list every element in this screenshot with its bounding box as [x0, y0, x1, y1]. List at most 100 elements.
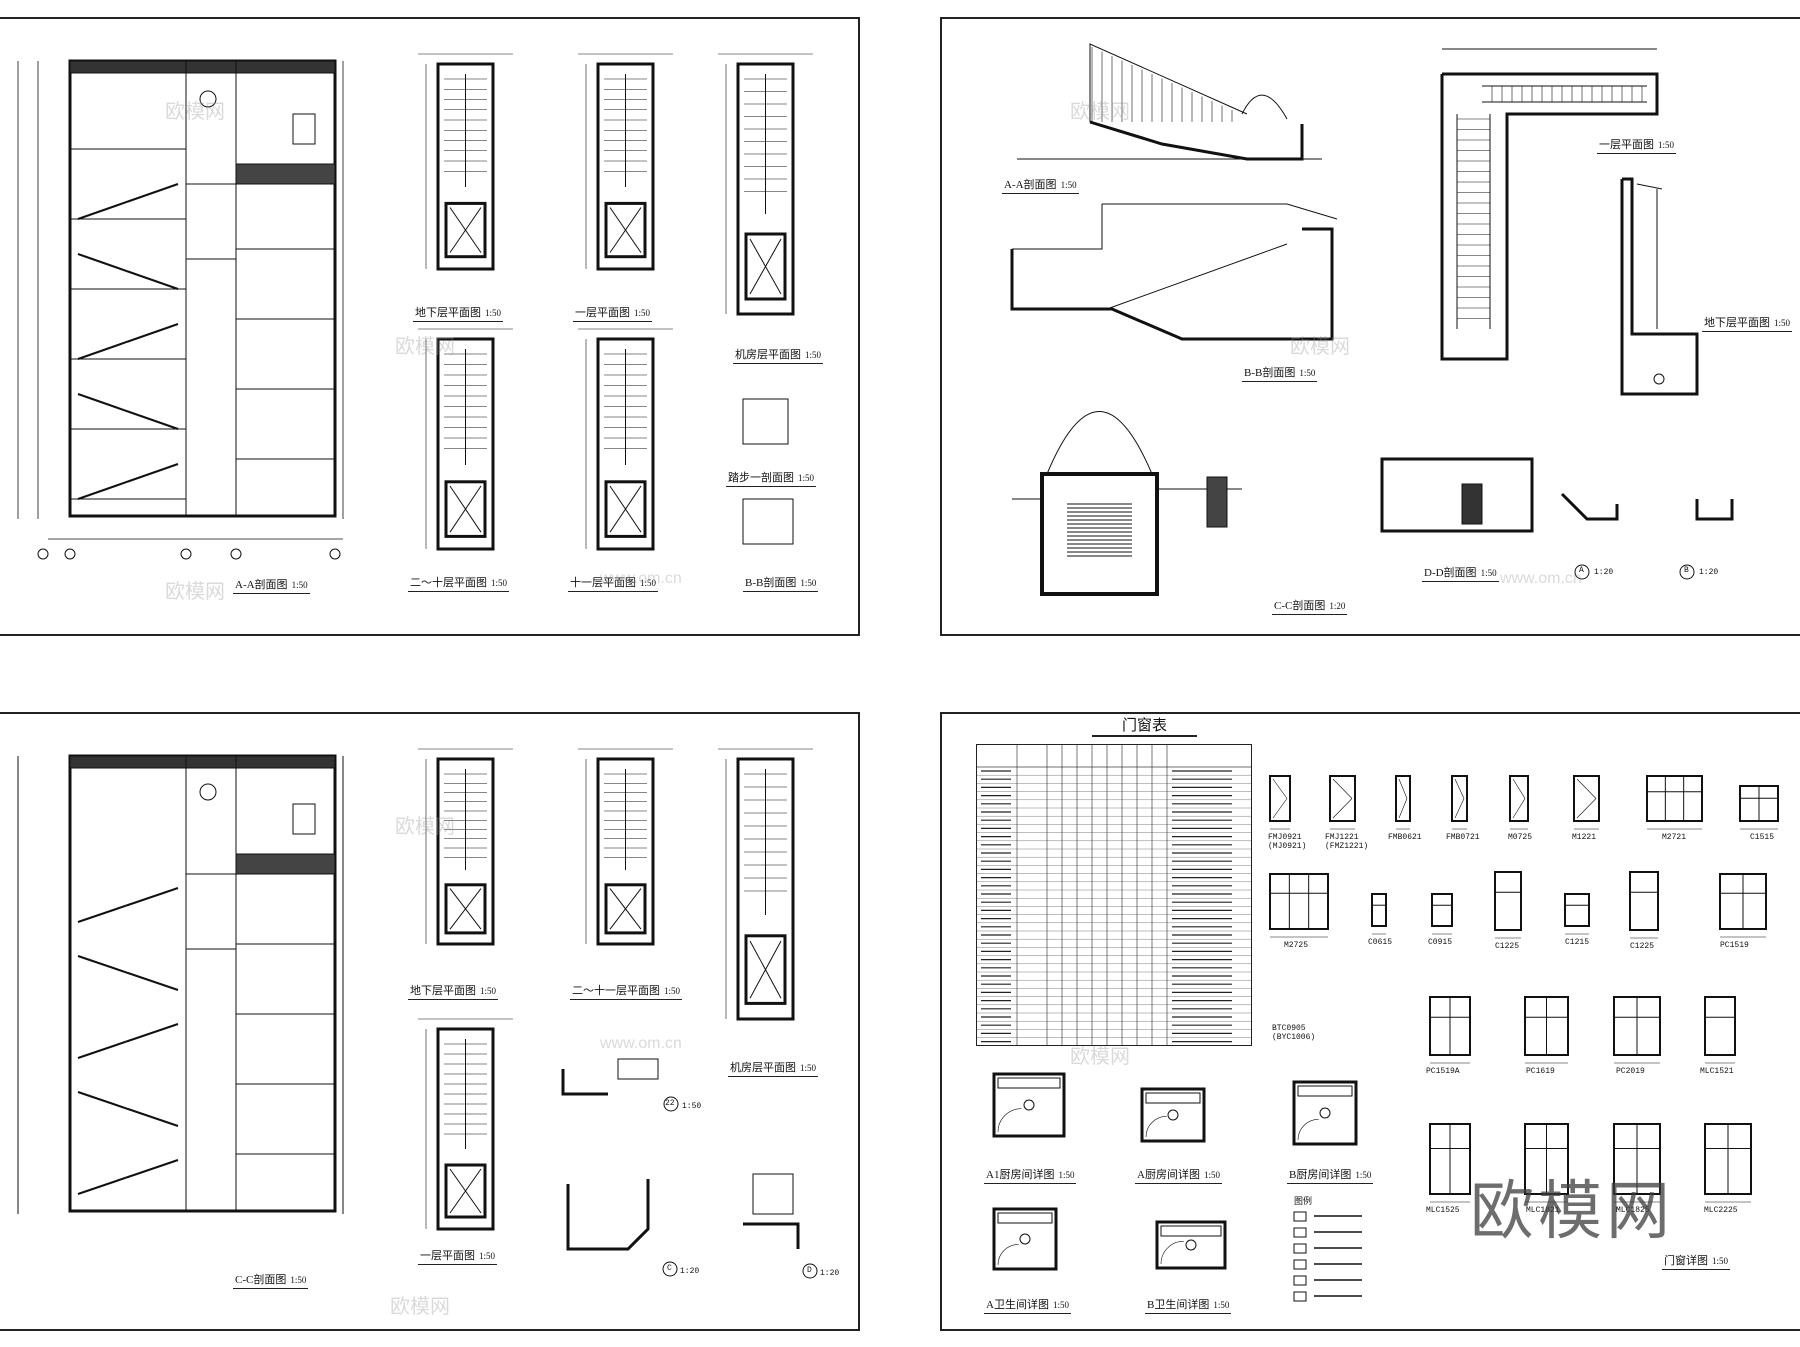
window-elevation: [1431, 893, 1453, 927]
door-swing-line: [1332, 778, 1353, 799]
window-elevation: [1329, 775, 1356, 822]
window-elevation: [1451, 775, 1468, 822]
plan-outline: [596, 337, 655, 551]
window-door-label: MLC2225: [1704, 1206, 1738, 1215]
stair-flight: [77, 323, 179, 360]
room-detail-outline: [992, 1072, 1066, 1138]
ramp-section-aa: [1017, 43, 1322, 161]
bb-section-detail: [742, 498, 794, 545]
plan-elevator-shaft: [444, 1163, 487, 1219]
detail-22-label: 22: [665, 1099, 675, 1108]
stair-flight: [77, 463, 179, 500]
ramp-section-aa-hatch: [1091, 47, 1233, 122]
plan-elevator-cross: [449, 1168, 482, 1214]
window-door-label: MLC1821: [1526, 1206, 1560, 1215]
section-aa-grid-bubbles: [37, 548, 341, 560]
ramp-section-cc: [1012, 411, 1242, 596]
room-door-swing: [997, 1244, 1019, 1266]
legend-symbol: [1293, 1243, 1307, 1254]
plan-elevator-shaft: [604, 480, 647, 538]
plan-elevator-cross: [449, 207, 482, 253]
plan-elevator-cross: [749, 940, 782, 999]
plan-elevator-shaft: [444, 883, 487, 935]
window-door-label: C0915: [1428, 938, 1453, 947]
detail-c-scale: 1:20: [680, 1267, 700, 1276]
watermark-large: 欧模网: [1470, 1176, 1674, 1247]
door-swing-line: [1272, 778, 1288, 799]
window-elevation: [1494, 871, 1522, 931]
window-elevation: [1646, 775, 1703, 822]
sheet3-drawing: [17, 748, 818, 1279]
sheet2-drawing: [1010, 43, 1734, 596]
plan-elevator-shaft: [744, 232, 787, 301]
door-swing-line: [1398, 778, 1408, 799]
room-counter: [997, 1212, 1053, 1224]
room-counter: [1145, 1092, 1201, 1104]
detail-a: [1560, 492, 1619, 580]
plan-elevator-cross: [609, 207, 642, 253]
section-aa-dimensions: [17, 61, 344, 540]
window-door-label: MLC1825: [1616, 1206, 1650, 1215]
l-plan-ladder: [1457, 86, 1643, 319]
room-fixture: [1019, 1233, 1031, 1245]
window-door-label: FMB0721: [1446, 833, 1480, 842]
plan-elevator-cross: [609, 888, 642, 930]
stair-flight: [77, 1159, 179, 1195]
detail-c-label: C: [667, 1264, 672, 1273]
room-door-swing: [1160, 1241, 1184, 1265]
window-door-label: PC1519: [1720, 941, 1749, 950]
room-detail-outline: [992, 1207, 1058, 1271]
detail-a-label: A: [1579, 566, 1584, 575]
room-detail-outline: [1140, 1087, 1206, 1143]
room-counter: [1160, 1225, 1222, 1237]
door-swing-line: [1512, 798, 1526, 819]
plan-outline: [596, 62, 655, 271]
plan-outline: [436, 62, 495, 271]
sheet-door-window-schedule: 门窗表 FMJ0921 (MJ0921)FMJ1221 (FMZ1221)FMB…: [940, 712, 1800, 1331]
detail-22-scale: 1:50: [682, 1102, 702, 1111]
window-door-label: PC1519A: [1426, 1067, 1460, 1076]
window-door-label: C1225: [1495, 942, 1520, 951]
window-elevation: [1395, 775, 1411, 822]
sheet1-drawing: [17, 53, 813, 560]
stair-flight: [77, 183, 179, 220]
room-door-swing: [997, 1108, 1022, 1133]
plan-elevator-cross: [609, 485, 642, 533]
window-elevation: [1573, 775, 1600, 822]
door-swing-line: [1576, 798, 1597, 819]
section-cc: [17, 754, 344, 1214]
door-window-table-title: 门窗表: [1092, 714, 1198, 737]
room-fixture: [1167, 1109, 1179, 1121]
btc-label: BTC0905 (BYC1006): [1272, 1024, 1316, 1042]
detail-d-scale: 1:20: [820, 1269, 840, 1278]
window-elevation: [1629, 871, 1659, 931]
plan-elevator-shaft: [444, 480, 487, 538]
stair-flight: [77, 1091, 179, 1127]
sheet3-floor-plans: [418, 748, 813, 1231]
window-door-label: M1221: [1572, 833, 1597, 842]
plan-elevator-shaft: [604, 883, 647, 935]
step-section: [742, 398, 789, 445]
window-door-label: C1515: [1750, 833, 1775, 842]
basement-plan: [1620, 177, 1699, 396]
door-swing-line: [1512, 778, 1526, 799]
plan-outline: [596, 757, 655, 946]
legend-symbol: [1293, 1259, 1307, 1270]
door-swing-line: [1454, 798, 1465, 819]
